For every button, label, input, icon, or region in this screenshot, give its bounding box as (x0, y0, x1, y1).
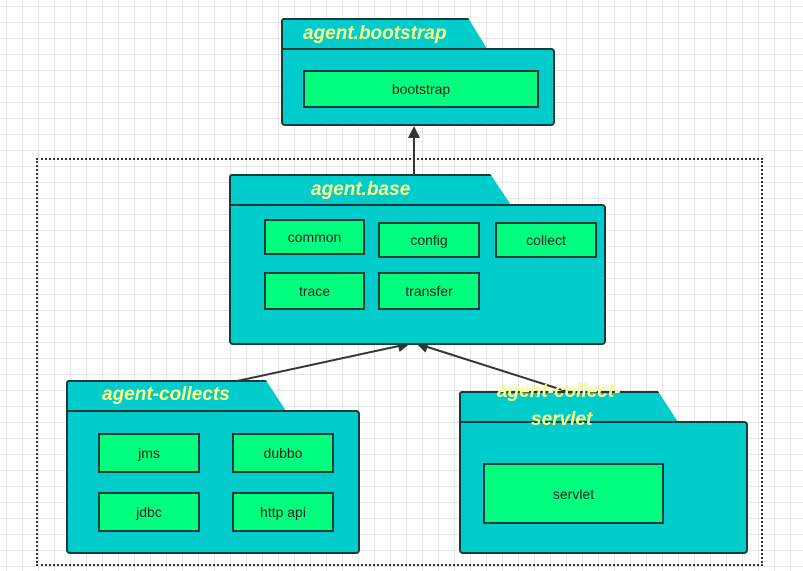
module-bootstrap: bootstrap (303, 70, 539, 108)
module-servlet: servlet (483, 463, 664, 524)
package-body (66, 410, 360, 554)
package-tab (459, 391, 680, 425)
package-tab (229, 174, 513, 208)
package-title: agent.bootstrap (303, 23, 447, 44)
package-agent-collect-servlet: agent-collect- servlet servlet (459, 381, 748, 554)
package-title-line-1: agent-collect- (497, 381, 621, 402)
module-jms: jms (98, 433, 200, 473)
arrow-servlet-to-base (416, 341, 573, 394)
module-dubbo: dubbo (232, 433, 334, 473)
dotted-boundary (36, 158, 763, 566)
package-agent-bootstrap: agent.bootstrap bootstrap (281, 18, 555, 126)
package-agent-base: agent.base common config collect trace t… (229, 174, 606, 345)
module-jdbc: jdbc (98, 492, 200, 532)
module-http-api: http api (232, 492, 334, 532)
package-agent-collects: agent-collects jms dubbo jdbc http api (66, 380, 360, 554)
module-transfer: transfer (378, 272, 480, 310)
package-title: agent.base (311, 179, 411, 200)
package-title-line-2: servlet (531, 409, 593, 430)
arrow-collects-to-base (227, 340, 410, 384)
module-common: common (264, 219, 365, 255)
package-title: agent-collects (102, 384, 230, 405)
module-config: config (378, 222, 480, 258)
package-tab (281, 18, 489, 52)
module-trace: trace (264, 272, 365, 310)
module-collect: collect (495, 222, 597, 258)
